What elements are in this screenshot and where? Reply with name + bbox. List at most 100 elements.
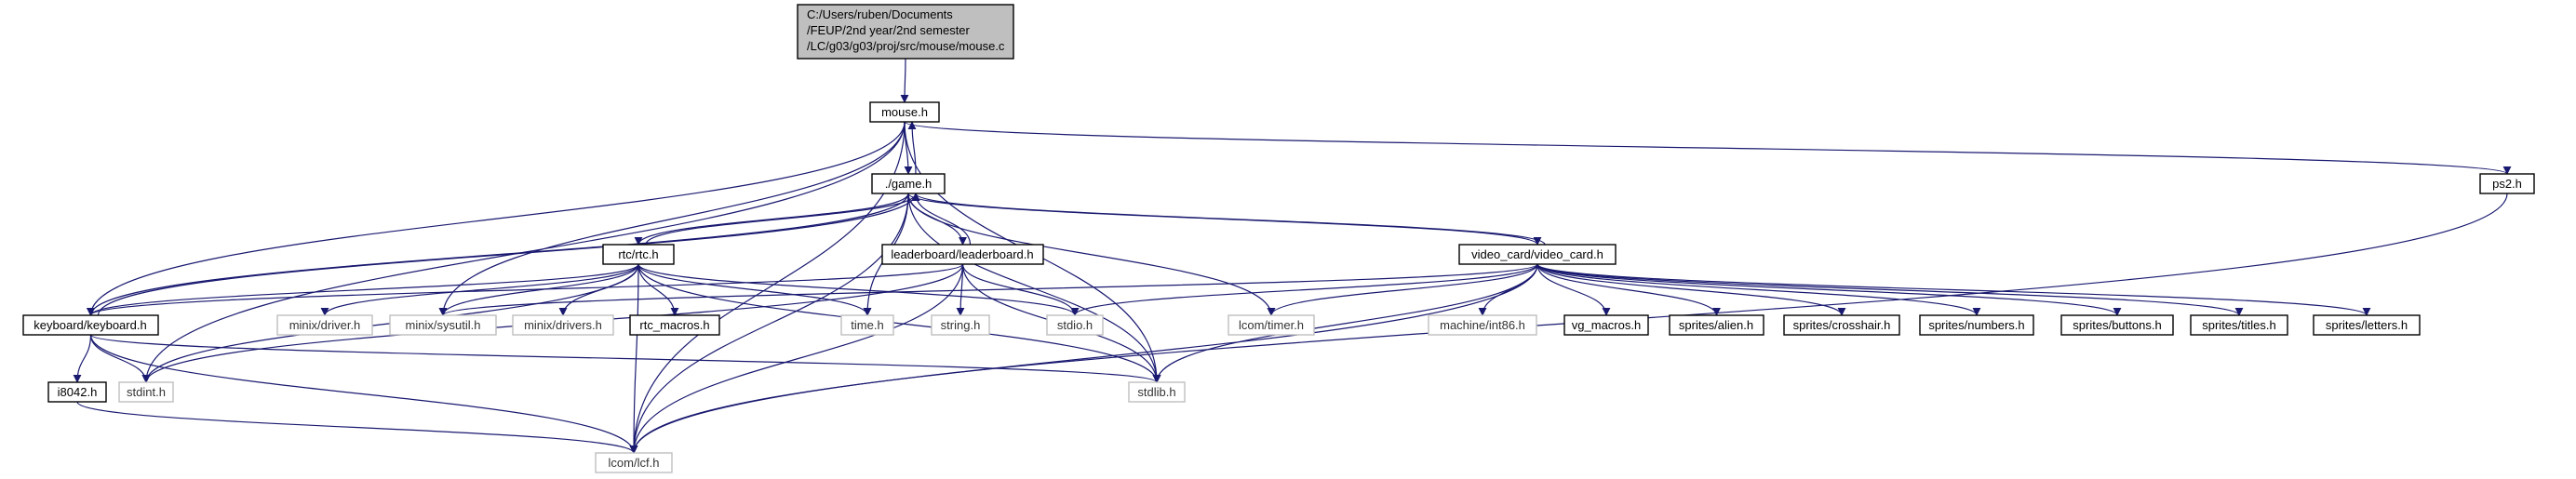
edge-i8042_h-to-lcom_lcf_h <box>76 401 638 454</box>
node-sprites-letters-h[interactable]: sprites/letters.h <box>2313 314 2421 336</box>
node-stdio-h[interactable]: stdio.h <box>1046 314 1104 336</box>
node-lcom-timer-h[interactable]: lcom/timer.h <box>1228 314 1315 336</box>
node-label: i8042.h <box>58 385 98 399</box>
edge-video_card_h-to-stdlib_h <box>1152 263 1538 383</box>
root-line-1: C:/Users/ruben/Documents <box>807 7 953 21</box>
edge-game_h-to-lcom_lcf_h <box>629 193 909 454</box>
node-label: stdint.h <box>127 385 166 399</box>
edge-video_card_h-to-game_h <box>911 193 1546 246</box>
node-label: rtc/rtc.h <box>618 247 658 261</box>
edges-layer <box>73 58 2511 454</box>
node-sprites-buttons-h[interactable]: sprites/buttons.h <box>2060 314 2174 336</box>
node-label: leaderboard/leaderboard.h <box>891 247 1033 261</box>
node-label: machine/int86.h <box>1440 318 1525 332</box>
edge-video_card_h-to-stdio_h <box>1070 263 1538 316</box>
node-label: sprites/numbers.h <box>1928 318 2024 332</box>
node-label: lcom/timer.h <box>1239 318 1304 332</box>
node-label: video_card/video_card.h <box>1471 247 1603 261</box>
node-lcom-lcf-h[interactable]: lcom/lcf.h <box>595 452 673 473</box>
edge-mouse_h-to-keyboard_h <box>87 121 906 316</box>
node-label: minix/driver.h <box>289 318 361 332</box>
node-root-mouse-c[interactable]: C:/Users/ruben/Documents /FEUP/2nd year/… <box>797 4 1014 60</box>
node-game-h[interactable]: ./game.h <box>871 173 946 194</box>
node-label: lcom/lcf.h <box>609 456 660 470</box>
node-label: rtc_macros.h <box>639 318 709 332</box>
edge-video_card_h-to-minix_sysutil_h <box>438 263 1538 316</box>
node-string-h[interactable]: string.h <box>931 314 990 336</box>
node-label: minix/drivers.h <box>524 318 602 332</box>
node-root-box <box>797 4 1014 60</box>
edge-video_card_h-to-lcom_timer_h <box>1267 263 1538 316</box>
edge-keyboard_h-to-i8042_h <box>73 334 92 383</box>
edge-game_h-to-rtc_h <box>634 193 909 246</box>
node-ps2-h[interactable]: ps2.h <box>2479 173 2535 194</box>
edge-video_card_h-to-sprites_buttons_h <box>1536 263 2122 316</box>
edge-root-to-mouse_h <box>900 58 909 103</box>
edge-video_card_h-to-sprites_alien_h <box>1536 263 1721 316</box>
node-label: mouse.h <box>881 105 928 119</box>
node-time-h[interactable]: time.h <box>840 314 894 336</box>
edge-mouse_h-to-lcom_lcf_h <box>629 121 906 454</box>
edge-mouse_h-to-minix_sysutil_h <box>438 121 906 316</box>
root-line-2: /FEUP/2nd year/2nd semester <box>807 23 971 37</box>
node-vg-macros-h[interactable]: vg_macros.h <box>1563 314 1649 336</box>
node-i8042-h[interactable]: i8042.h <box>47 381 107 403</box>
node-mouse-h[interactable]: mouse.h <box>869 101 940 123</box>
node-keyboard-h[interactable]: keyboard/keyboard.h <box>22 314 159 336</box>
edge-rtc_h-to-stdlib_h <box>637 263 1161 383</box>
edge-game_h-to-mouse_h <box>907 121 917 175</box>
edge-rtc_h-to-minix_driver_h <box>320 263 639 316</box>
edge-video_card_h-to-sprites_crosshair_h <box>1536 263 1846 316</box>
node-video-card-h[interactable]: video_card/video_card.h <box>1458 244 1617 265</box>
node-label: sprites/alien.h <box>1679 318 1753 332</box>
edge-leaderboard_h-to-stdio_h <box>961 263 1080 316</box>
edge-mouse_h-to-ps2_h <box>904 121 2511 175</box>
node-label: sprites/crosshair.h <box>1793 318 1891 332</box>
edge-keyboard_h-to-stdint_h <box>89 334 151 383</box>
node-stdlib-h[interactable]: stdlib.h <box>1128 381 1186 403</box>
edge-rtc_h-to-keyboard_h <box>87 263 639 316</box>
edge-video_card_h-to-sprites_numbers_h <box>1536 263 1981 316</box>
node-minix-driver-h[interactable]: minix/driver.h <box>276 314 373 336</box>
edge-rtc_h-to-stdio_h <box>637 263 1080 316</box>
node-label: time.h <box>851 318 883 332</box>
node-label: keyboard/keyboard.h <box>34 318 146 332</box>
edge-rtc_h-to-time_h <box>637 263 872 316</box>
node-rtc-macros-h[interactable]: rtc_macros.h <box>629 314 720 336</box>
node-label: sprites/buttons.h <box>2073 318 2161 332</box>
node-rtc-h[interactable]: rtc/rtc.h <box>602 244 675 265</box>
edge-rtc_h-to-rtc_macros_h <box>637 263 679 316</box>
node-leaderboard-h[interactable]: leaderboard/leaderboard.h <box>881 244 1044 265</box>
node-sprites-numbers-h[interactable]: sprites/numbers.h <box>1919 314 2034 336</box>
node-minix-sysutil-h[interactable]: minix/sysutil.h <box>389 314 497 336</box>
root-line-3: /LC/g03/g03/proj/src/mouse/mouse.c <box>807 39 1005 53</box>
edge-leaderboard_h-to-game_h <box>911 193 972 246</box>
node-label: ./game.h <box>885 177 932 191</box>
node-label: stdlib.h <box>1137 385 1175 399</box>
edge-keyboard_h-to-stdlib_h <box>89 334 1161 383</box>
edge-game_h-to-stdlib_h <box>907 193 1161 383</box>
edge-leaderboard_h-to-keyboard_h <box>87 263 964 316</box>
node-label: stdio.h <box>1057 318 1093 332</box>
edge-video_card_h-to-vg_macros_h <box>1536 263 1611 316</box>
node-sprites-alien-h[interactable]: sprites/alien.h <box>1669 314 1764 336</box>
edge-video_card_h-to-lcom_lcf_h <box>629 263 1538 454</box>
edge-video_card_h-to-sprites_titles_h <box>1536 263 2244 316</box>
edge-video_card_h-to-sprites_letters_h <box>1536 263 2371 316</box>
node-label: ps2.h <box>2492 177 2522 191</box>
edge-keyboard_h-to-lcom_lcf_h <box>89 334 638 454</box>
node-machine-int86-h[interactable]: machine/int86.h <box>1428 314 1537 336</box>
edge-leaderboard_h-to-lcom_lcf_h <box>629 263 964 454</box>
node-stdint-h[interactable]: stdint.h <box>118 381 174 403</box>
edge-keyboard_h-to-game_h <box>97 193 920 316</box>
node-minix-drivers-h[interactable]: minix/drivers.h <box>512 314 614 336</box>
node-sprites-titles-h[interactable]: sprites/titles.h <box>2190 314 2288 336</box>
nodes-layer: C:/Users/ruben/Documents /FEUP/2nd year/… <box>22 4 2535 473</box>
node-label: minix/sysutil.h <box>406 318 481 332</box>
node-label: sprites/titles.h <box>2202 318 2275 332</box>
node-label: string.h <box>941 318 981 332</box>
node-label: vg_macros.h <box>1572 318 1641 332</box>
node-sprites-crosshair-h[interactable]: sprites/crosshair.h <box>1783 314 1900 336</box>
node-label: sprites/letters.h <box>2326 318 2408 332</box>
